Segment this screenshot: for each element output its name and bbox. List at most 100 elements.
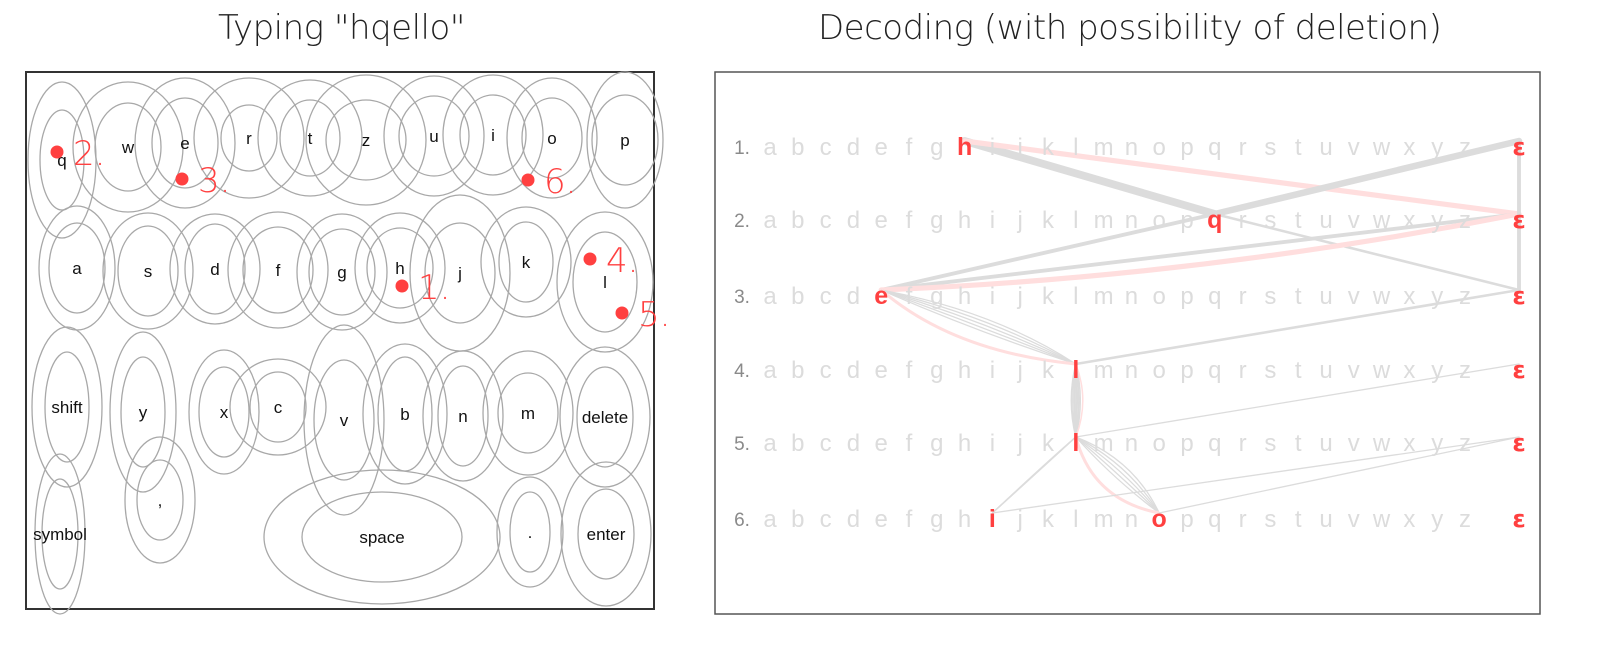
key-outer-ellipse (422, 350, 504, 482)
candidate-letter: z (1459, 134, 1471, 161)
row-label: 2. (734, 211, 750, 232)
key-outer-ellipse (193, 77, 305, 199)
key-label-d: d (210, 260, 219, 279)
key-inner-ellipse (249, 371, 307, 443)
key-outer-ellipse (480, 206, 572, 318)
key-inner-ellipse (424, 222, 496, 324)
key-label-symbol: symbol (33, 525, 87, 544)
key-outer-ellipse (559, 346, 651, 488)
candidate-letter: p (1180, 134, 1193, 161)
epsilon-node: ε (1512, 429, 1525, 457)
key-label-shift: shift (51, 398, 82, 417)
candidate-letter: j (1017, 430, 1023, 457)
candidate-letter: y (1431, 207, 1443, 234)
candidate-letter: a (763, 207, 777, 234)
candidate-letter: p (1180, 357, 1193, 384)
candidate-letter: t (1295, 283, 1302, 310)
epsilon-node: ε (1512, 133, 1525, 161)
candidate-letter: a (763, 430, 777, 457)
key-outer-ellipse (31, 326, 103, 488)
candidate-letter: e (875, 207, 888, 234)
key-label-m: m (521, 404, 535, 423)
edge (1075, 363, 1081, 438)
key-label-space: space (359, 528, 404, 547)
candidate-letter: s (1264, 506, 1276, 533)
candidate-letter: q (1208, 506, 1221, 533)
edge (1075, 436, 1160, 514)
key-label-l: l (603, 273, 607, 292)
selected-letter: e (874, 282, 888, 310)
candidate-letter: g (930, 283, 943, 310)
candidate-letter: s (1264, 134, 1276, 161)
candidate-letter: w (1372, 506, 1391, 533)
key-label-i: i (491, 126, 495, 145)
epsilon-node: ε (1512, 505, 1525, 533)
candidate-letter: v (1348, 134, 1360, 161)
candidate-letter: q (1208, 283, 1221, 310)
decoding-title: Decoding (with possibility of deletion) (818, 8, 1442, 48)
key-inner-ellipse (44, 351, 90, 463)
key-inner-ellipse (521, 97, 583, 179)
candidate-letter: e (875, 357, 888, 384)
key-label-e: e (180, 134, 189, 153)
key-inner-ellipse (117, 225, 179, 317)
candidate-letter: r (1239, 207, 1247, 234)
key-inner-ellipse (39, 109, 85, 211)
candidate-letter: a (763, 283, 777, 310)
key-inner-ellipse (94, 102, 162, 192)
candidate-letter: f (906, 506, 913, 533)
candidate-letter: c (820, 506, 832, 533)
candidate-letter: o (1153, 430, 1166, 457)
candidate-letter: f (906, 134, 913, 161)
key-inner-ellipse (220, 104, 278, 172)
candidate-letter: s (1264, 430, 1276, 457)
candidate-letter: z (1459, 506, 1471, 533)
key-outer-ellipse (442, 74, 544, 196)
candidate-letter: k (1042, 283, 1055, 310)
candidate-letter: c (820, 430, 832, 457)
candidate-letter: b (791, 283, 804, 310)
key-inner-ellipse (591, 94, 659, 186)
candidate-letter: u (1319, 430, 1332, 457)
epsilon-node: ε (1512, 206, 1525, 234)
key-inner-ellipse (459, 94, 527, 176)
candidate-letter: v (1348, 207, 1360, 234)
selected-letter: i (989, 505, 996, 533)
edge (1075, 436, 1160, 514)
candidate-letter: s (1264, 357, 1276, 384)
key-label-z: z (362, 131, 371, 150)
edge (1075, 436, 1160, 514)
candidate-letter: n (1125, 357, 1138, 384)
candidate-letter: g (930, 134, 943, 161)
key-outer-ellipse (188, 349, 260, 475)
touch-label: 2. (73, 134, 105, 174)
edge (1075, 436, 1160, 514)
candidate-letter: n (1125, 207, 1138, 234)
epsilon-node: ε (1512, 356, 1525, 384)
touch-label: 6. (544, 162, 576, 202)
key-outer-ellipse (560, 461, 652, 607)
candidate-letter: r (1239, 357, 1247, 384)
key-outer-ellipse (72, 81, 184, 213)
key-label-p: p (620, 131, 629, 150)
key-outer-ellipse (354, 212, 446, 324)
candidate-letter: t (1295, 134, 1302, 161)
candidate-letter: f (906, 430, 913, 457)
candidate-letter: o (1153, 357, 1166, 384)
candidate-letter: b (791, 357, 804, 384)
row-label: 1. (734, 138, 750, 159)
touch-label: 5. (638, 295, 670, 335)
candidate-letter: q (1208, 357, 1221, 384)
candidate-letter: o (1153, 283, 1166, 310)
edge (880, 289, 1077, 365)
candidate-letter: r (1239, 134, 1247, 161)
candidate-letter: x (1403, 283, 1415, 310)
candidate-letter: s (1264, 283, 1276, 310)
candidate-letter: f (906, 357, 913, 384)
key-inner-ellipse (576, 366, 634, 468)
key-label-g: g (337, 263, 346, 282)
edge (991, 436, 1077, 514)
candidate-letter: d (847, 430, 860, 457)
edge (1075, 363, 1084, 438)
